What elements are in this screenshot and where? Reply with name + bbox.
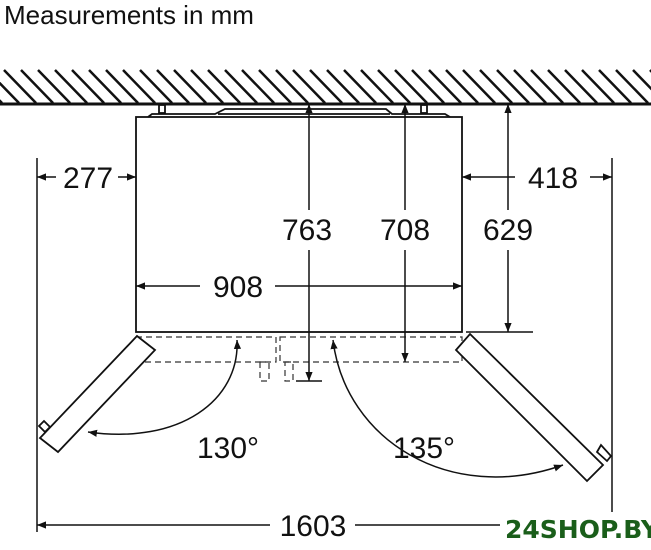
hatch-line bbox=[71, 69, 105, 104]
hatch-line bbox=[564, 69, 598, 104]
left-door-open bbox=[37, 334, 157, 454]
hatch-line bbox=[598, 69, 632, 104]
right-door-open bbox=[454, 332, 613, 483]
hatch-line bbox=[496, 69, 530, 104]
hatch-line bbox=[292, 69, 326, 104]
hatch-line bbox=[105, 69, 139, 104]
hatch-line bbox=[343, 69, 377, 104]
hatch-line bbox=[326, 69, 360, 104]
dimension-908-label: 908 bbox=[213, 271, 263, 304]
hatch-line bbox=[275, 69, 309, 104]
hatch-line bbox=[513, 69, 547, 104]
hatch-line bbox=[547, 69, 581, 104]
hatch-line bbox=[445, 69, 479, 104]
hatch-line bbox=[615, 69, 649, 104]
hatch-line bbox=[173, 69, 207, 104]
dimension-277-label: 277 bbox=[63, 162, 113, 195]
door-closed-outline bbox=[135, 336, 463, 382]
hatch-line bbox=[224, 69, 258, 104]
hatch-line bbox=[309, 69, 343, 104]
hatch-line bbox=[377, 69, 411, 104]
dimension-629-label: 629 bbox=[483, 214, 533, 247]
hatch-line bbox=[207, 69, 241, 104]
dimension-1603-label: 1603 bbox=[280, 510, 347, 543]
dimension-763-label: 763 bbox=[282, 214, 332, 247]
hatch-line bbox=[479, 69, 513, 104]
hatch-line bbox=[139, 69, 173, 104]
left-door-swing-arc bbox=[87, 339, 242, 437]
hatch-line bbox=[530, 69, 564, 104]
right-door-swing-arc bbox=[330, 339, 564, 478]
left-door-angle-label: 130° bbox=[197, 432, 259, 465]
hatch-line bbox=[411, 69, 445, 104]
hatch-line bbox=[462, 69, 496, 104]
diagram-title: Measurements in mm bbox=[4, 0, 254, 30]
hatch-line bbox=[54, 69, 88, 104]
hatch-line bbox=[428, 69, 462, 104]
hatch-line bbox=[37, 69, 71, 104]
hatch-line bbox=[3, 69, 37, 104]
right-door-angle-label: 135° bbox=[393, 432, 455, 465]
hatch-line bbox=[156, 69, 190, 104]
hatch-line bbox=[20, 69, 54, 104]
hatch-line bbox=[122, 69, 156, 104]
hatch-line bbox=[241, 69, 275, 104]
hatch-line bbox=[360, 69, 394, 104]
hatch-line bbox=[0, 81, 20, 104]
hatch-line bbox=[581, 69, 615, 104]
dimension-418-label: 418 bbox=[528, 162, 578, 195]
hatch-line bbox=[190, 69, 224, 104]
wall-hatching bbox=[0, 69, 651, 104]
hatch-line bbox=[394, 69, 428, 104]
hatch-line bbox=[632, 69, 651, 91]
extension-lines bbox=[36, 158, 613, 532]
watermark: 24SHOP.BY bbox=[505, 515, 651, 544]
hatch-line bbox=[88, 69, 122, 104]
dimension-708-label: 708 bbox=[380, 214, 430, 247]
hatch-line bbox=[258, 69, 292, 104]
